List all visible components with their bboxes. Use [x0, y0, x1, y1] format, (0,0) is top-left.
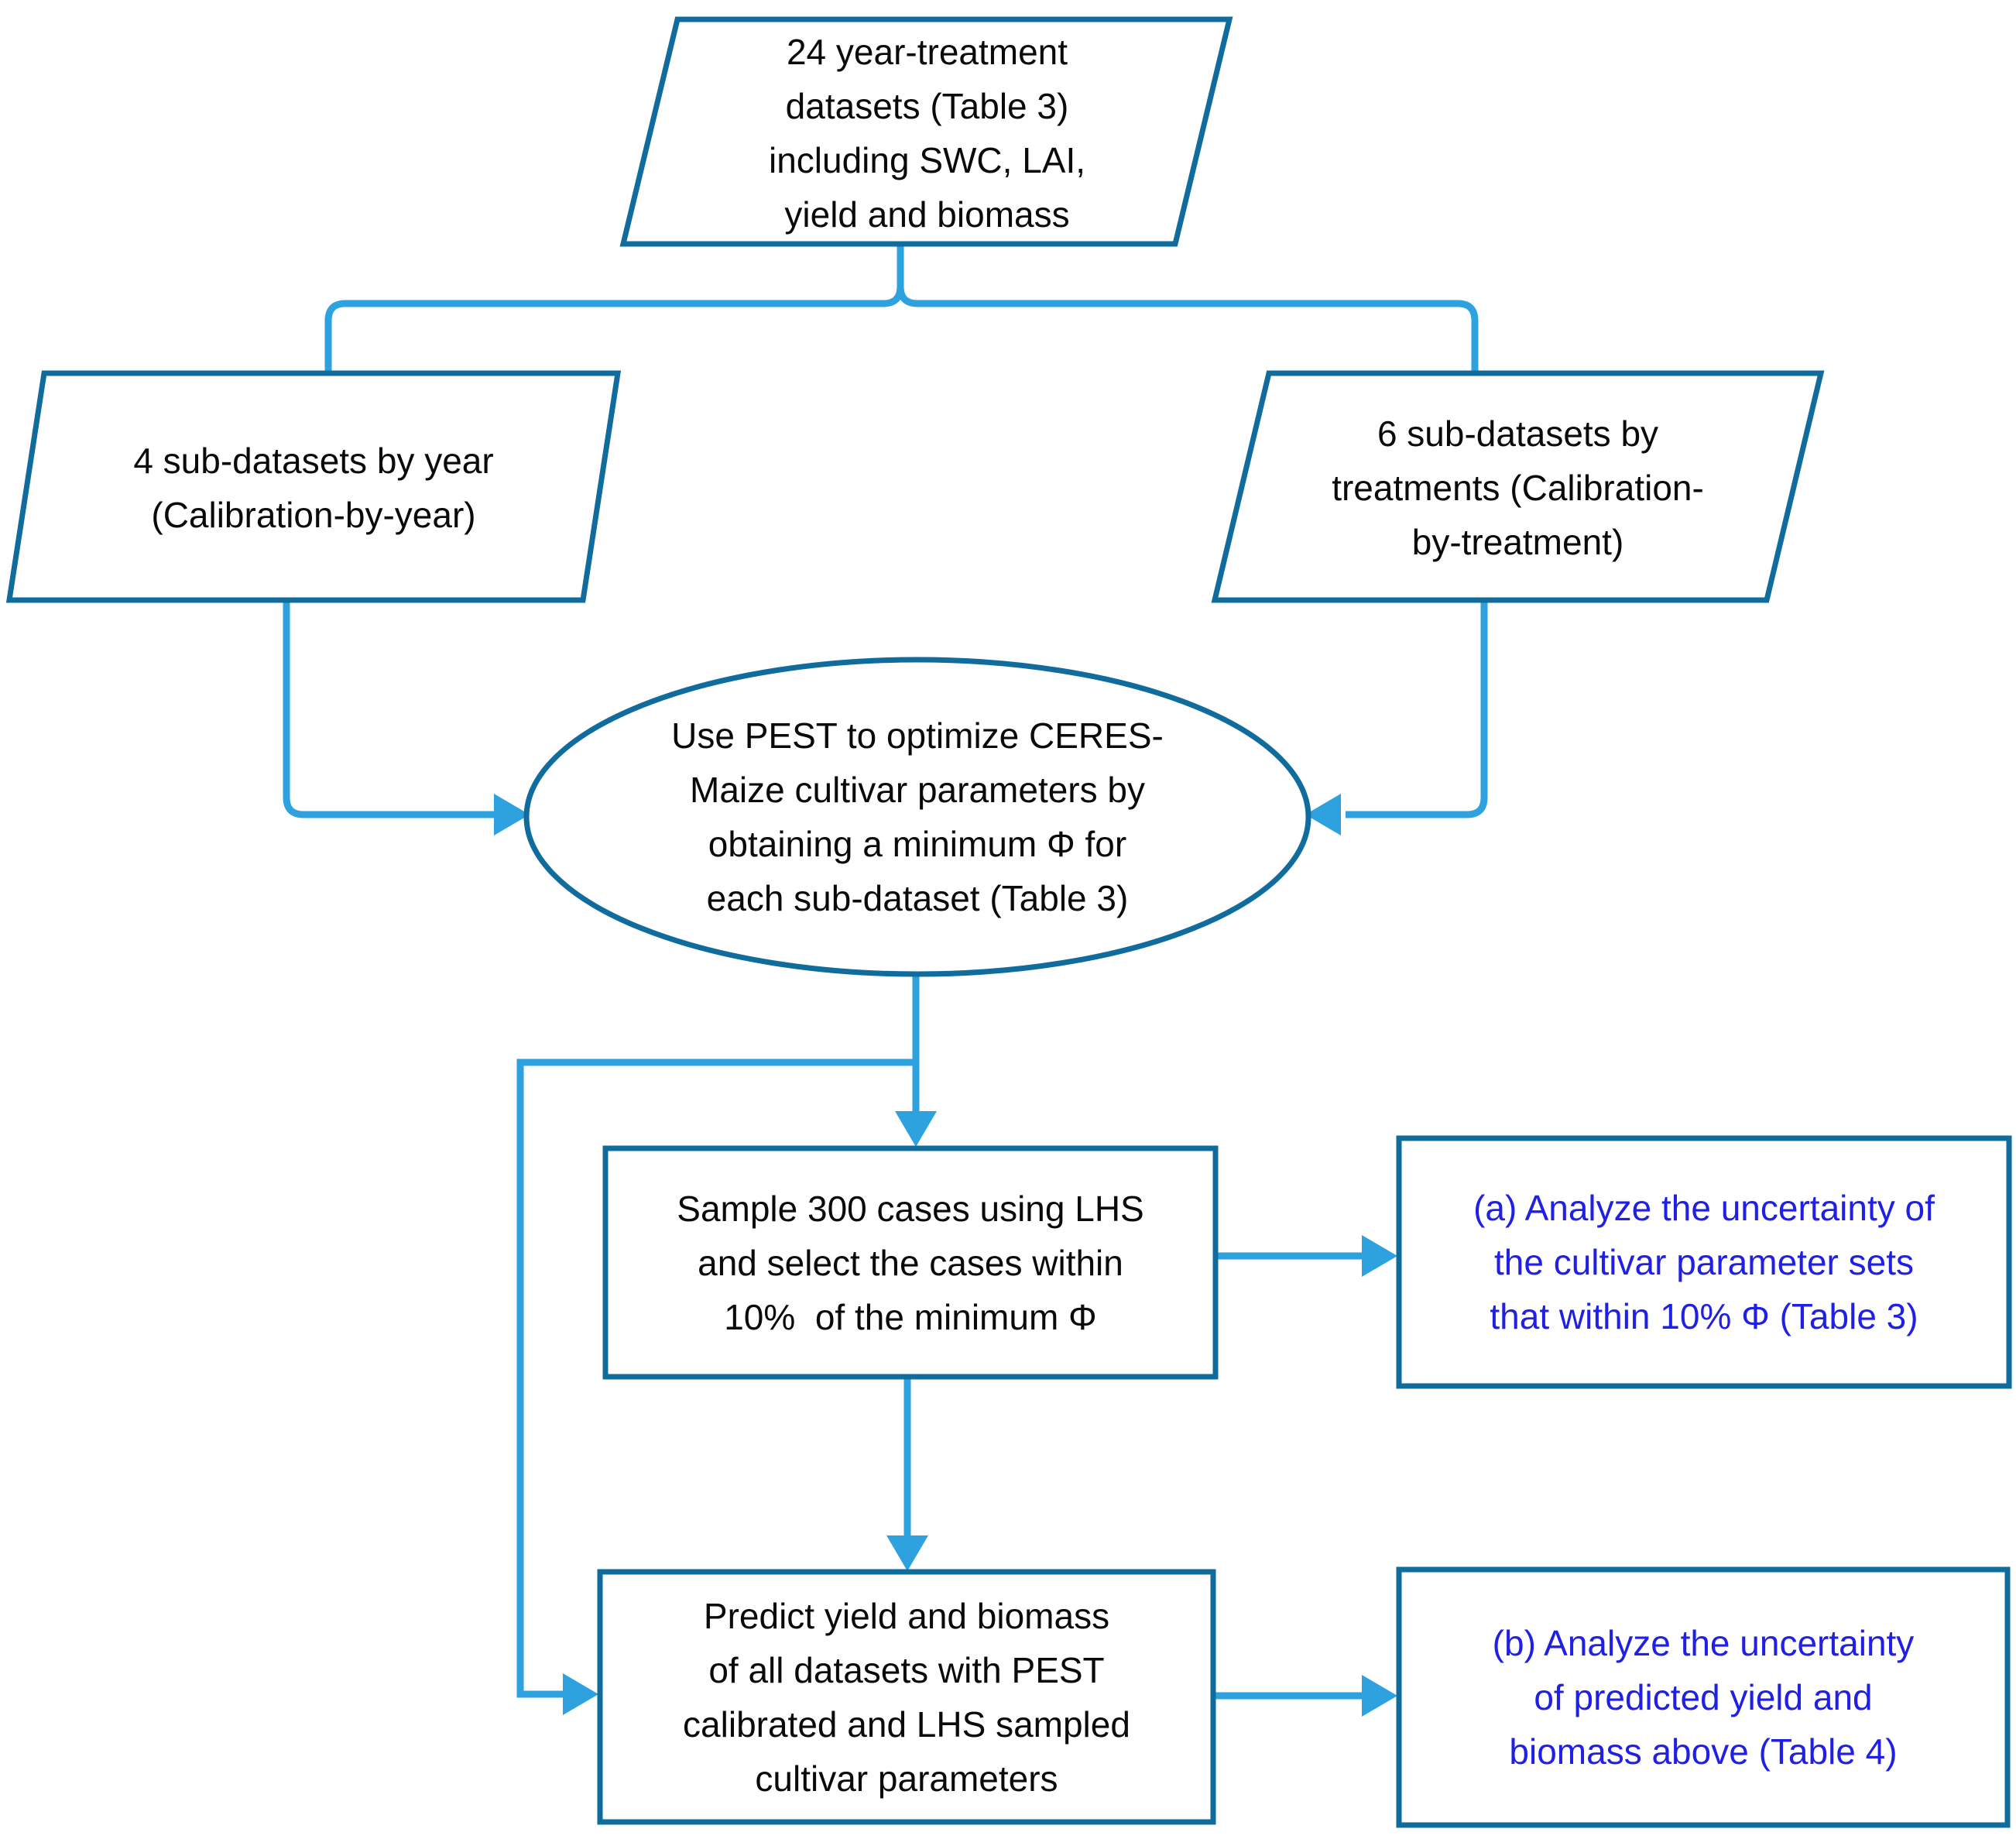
- connector-treatment-to-ellipse: [1346, 602, 1488, 818]
- node-by-treatment-shape: [1211, 370, 1825, 603]
- arrowhead-right-icon: [1362, 1675, 1397, 1717]
- arrowhead-right-icon: [1362, 1235, 1397, 1277]
- node-analyze-b-shape: [1396, 1566, 2011, 1828]
- connector-top-to-treatment: [897, 246, 1479, 372]
- node-sample-lhs-shape: [602, 1145, 1219, 1380]
- arrowhead-down-icon: [886, 1535, 928, 1571]
- node-top-datasets-shape: [619, 16, 1233, 247]
- arrowhead-right-icon: [563, 1673, 598, 1715]
- connector-year-to-ellipse: [283, 602, 499, 818]
- node-predict-shape: [597, 1569, 1216, 1825]
- node-by-year-shape: [5, 370, 622, 603]
- connector-top-to-year: [324, 246, 904, 372]
- arrowhead-left-icon: [1305, 794, 1341, 835]
- node-analyze-a-shape: [1396, 1135, 2012, 1389]
- arrowhead-down-icon: [895, 1111, 937, 1147]
- connector-ellipse-to-predict-branch: [516, 1058, 916, 1698]
- arrowhead-right-icon: [494, 794, 530, 835]
- node-pest-optimize-shape: [523, 657, 1311, 977]
